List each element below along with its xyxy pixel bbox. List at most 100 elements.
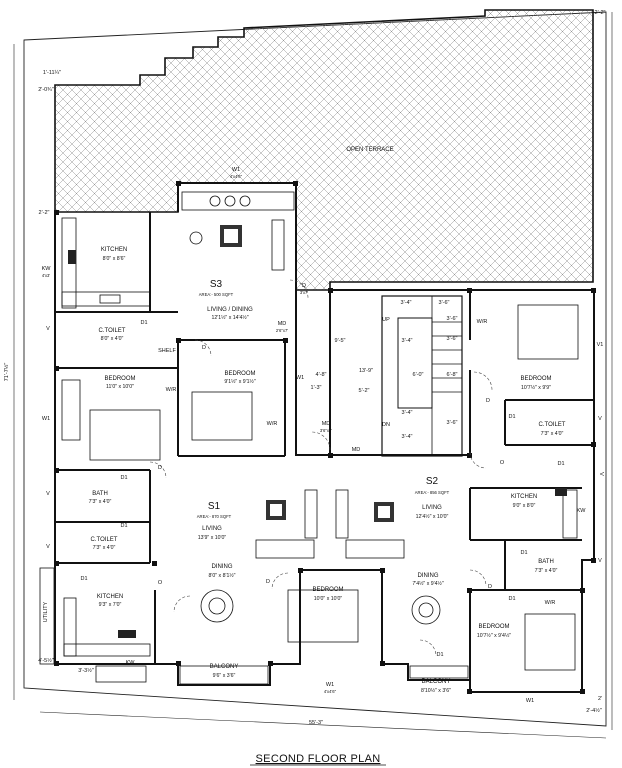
- room-size: 11'0" x 10'0": [106, 384, 134, 390]
- dimension-label: 2': [598, 696, 602, 702]
- room-name: BEDROOM: [520, 376, 551, 382]
- window-size: 4'x3': [42, 273, 51, 278]
- unit-area-s2: AREA:- 856 SQFT: [415, 490, 450, 495]
- room-size: 9'0" x 8'0": [513, 503, 536, 509]
- door-tag: MD: [322, 421, 331, 427]
- door-tag: D: [302, 283, 306, 289]
- door-size: 3'x7': [300, 290, 309, 295]
- window-tag: W1: [526, 698, 534, 704]
- door-size: 3'6"x7': [320, 428, 332, 433]
- dimension-label: 3'-6": [447, 316, 458, 322]
- door-tag: D: [158, 465, 162, 471]
- room-name: LIVING: [422, 505, 442, 511]
- door-tag: D1: [520, 550, 527, 556]
- door-tag: MD: [278, 321, 287, 327]
- room-name: KITCHEN: [511, 494, 537, 500]
- room-size: 9'6" x 3'6": [213, 673, 236, 679]
- dimension-label: 3'-4": [402, 434, 413, 440]
- room-name: C.TOILET: [99, 328, 126, 334]
- door-swings: [149, 279, 493, 657]
- stair-treads: [432, 321, 462, 393]
- unit-code-s2: S2: [426, 476, 439, 487]
- room-size: 8'0" x 4'0": [101, 336, 124, 342]
- room-name: BATH: [92, 491, 108, 497]
- room-size: 7'3" x 4'0": [535, 568, 558, 574]
- window-tag: W1: [326, 682, 334, 688]
- unit-code-s3: S3: [210, 279, 223, 290]
- dimension-label: 3'-4": [402, 338, 413, 344]
- window-tag: W1: [42, 416, 50, 422]
- room-size: 13'9" x 10'0": [198, 535, 227, 541]
- opening-tag: O: [158, 580, 163, 586]
- dimension-label: 2'-2": [39, 210, 50, 216]
- room-size: 12'1½" x 14'4½": [211, 314, 248, 321]
- room-size: 7'3" x 4'0": [89, 499, 112, 505]
- room-size: 8'0" x 8'1½": [208, 572, 235, 579]
- vent-tag: V: [46, 326, 50, 332]
- room-size: 10'0" x 10'0": [314, 596, 343, 602]
- dimension-label: 3'-6": [447, 420, 458, 426]
- room-name: KITCHEN: [101, 247, 127, 253]
- exterior-walls: [54, 182, 595, 693]
- utility-label: UTILITY: [43, 601, 49, 622]
- vent-tag: V: [46, 544, 50, 550]
- dimension-label: 1'-11¼": [43, 70, 61, 76]
- dimension-label: 3'-3½": [78, 667, 94, 674]
- room-size: 7'3" x 4'0": [541, 431, 564, 437]
- room-name: BEDROOM: [312, 587, 343, 593]
- dimension-label: 3'-4": [402, 410, 413, 416]
- dimension-label: 3'-4": [401, 300, 412, 306]
- door-tag: D1: [557, 461, 564, 467]
- unit-area-s1: AREA:- 870 SQFT: [197, 514, 232, 519]
- vent-tag: V: [598, 416, 602, 422]
- dimension-label: 13'-9": [359, 368, 373, 374]
- dimension-label: 5'-2": [359, 388, 370, 394]
- room-size: 7'4½" x 9'4½": [412, 580, 443, 587]
- staircase: [381, 295, 463, 457]
- fixtures: [39, 191, 579, 685]
- open-terrace: [54, 9, 594, 291]
- room-name: BEDROOM: [224, 371, 255, 377]
- room-size: 9'1½" x 9'1½": [224, 378, 255, 385]
- dimension-label: 55'-3": [309, 720, 323, 726]
- dimension-label: 6'-0": [413, 372, 424, 378]
- vent-tag: V: [598, 472, 604, 476]
- window-tag: W1: [296, 375, 304, 381]
- room-name: LIVING / DINING: [207, 307, 253, 313]
- room-size: 10'7½" x 9'9": [521, 384, 551, 391]
- dimension-label: 2'-4½": [586, 707, 602, 714]
- dimension-label: 6'-8": [447, 372, 458, 378]
- dimension-label: 1'-3": [311, 385, 322, 391]
- door-size: 2'6"x7': [276, 328, 288, 333]
- window-size: 4'x4'6": [230, 174, 243, 179]
- door-tag: D: [266, 579, 270, 585]
- vent-tag: V: [598, 558, 602, 564]
- dimension-label: 2'-0¾": [38, 87, 54, 93]
- window-size: 4'x4'6": [324, 689, 337, 694]
- terrace-label: OPEN TERRACE: [346, 147, 393, 153]
- wardrobe-label: W/R: [166, 387, 177, 393]
- room-name: DINING: [212, 564, 233, 570]
- door-tag: D: [488, 584, 492, 590]
- room-name: BEDROOM: [478, 624, 509, 630]
- vent-tag: V: [46, 491, 50, 497]
- dimension-label: 9'-5": [335, 338, 346, 344]
- room-size: 12'4½" x 10'0": [416, 513, 449, 520]
- room-size: 7'3" x 4'0": [93, 545, 116, 551]
- window-tag: KW: [126, 660, 136, 666]
- drawing-title: SECOND FLOOR PLAN: [256, 753, 381, 765]
- dimension-label: 4'-8": [316, 372, 327, 378]
- dimension-label: 3'-6": [447, 336, 458, 342]
- room-size: 8'10½" x 3'6": [421, 687, 451, 694]
- room-name: BALCONY: [422, 679, 451, 685]
- door-tag: MD: [352, 447, 361, 453]
- structural-columns: [54, 181, 596, 694]
- room-name: BEDROOM: [104, 376, 135, 382]
- window-tag: KW: [577, 508, 587, 514]
- door-tag: D1: [120, 475, 127, 481]
- door-tag: D1: [120, 523, 127, 529]
- door-tag: D1: [508, 414, 515, 420]
- dimension-label: 71'-7½": [3, 363, 10, 382]
- door-tag: D: [486, 398, 490, 404]
